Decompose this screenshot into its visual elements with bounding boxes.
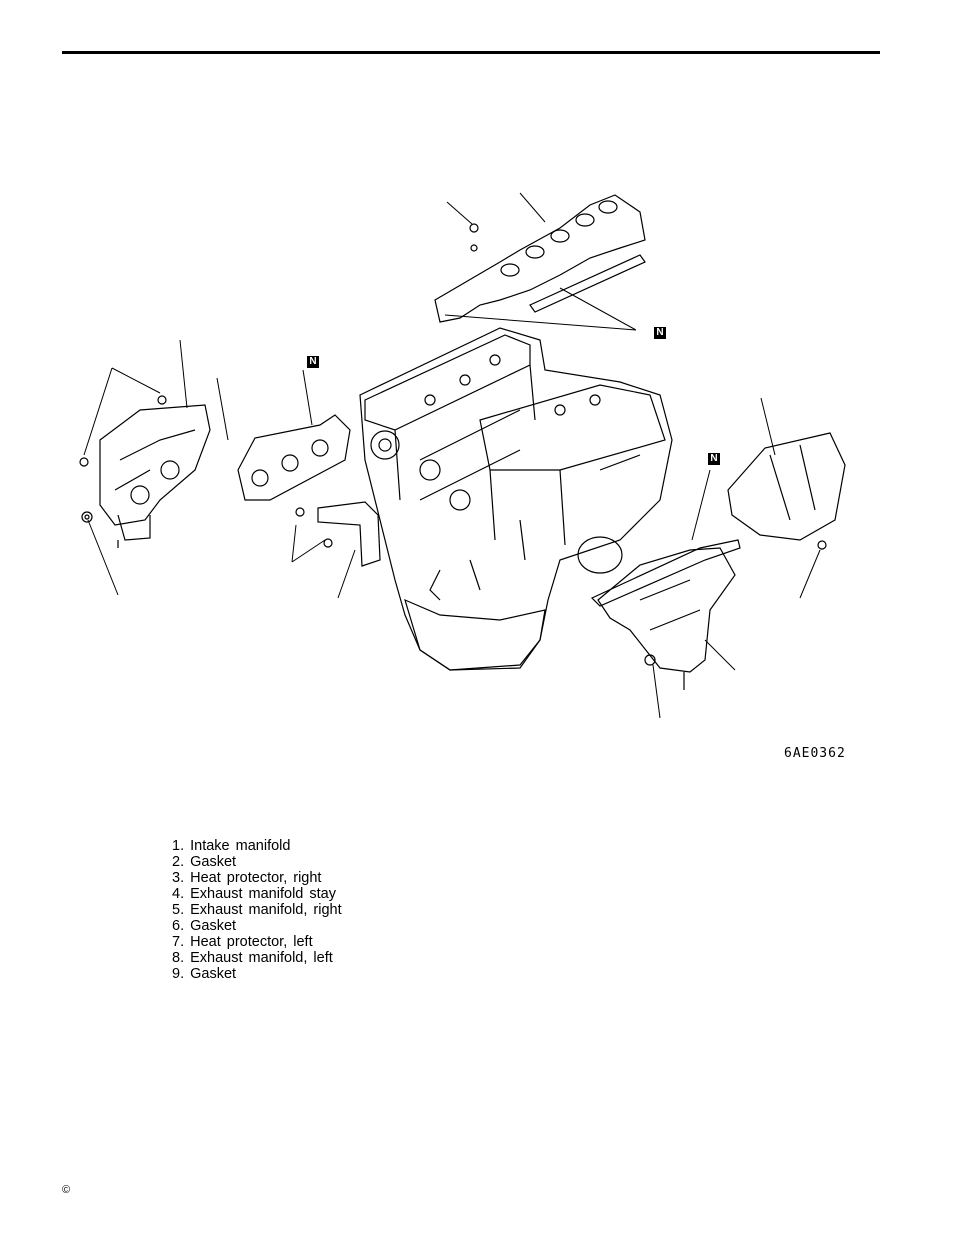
legend-item: 3. Heat protector, right — [172, 870, 322, 886]
manifold-stay-drawing — [295, 501, 381, 567]
intake-manifold-drawing — [434, 194, 646, 323]
leader-lines — [83, 192, 821, 719]
left-heat-protector-drawing — [727, 432, 846, 550]
non-reusable-mark: N — [708, 453, 720, 465]
non-reusable-mark: N — [654, 327, 666, 339]
legend-item: 1. Intake manifold — [172, 838, 291, 854]
exploded-view-illustration — [79, 192, 846, 719]
right-exhaust-manifold-drawing — [99, 404, 211, 541]
fastener-drawings — [79, 395, 167, 548]
header-rule — [62, 51, 880, 54]
figure-code: 6AE0362 — [784, 746, 846, 761]
right-gasket-drawing — [237, 414, 351, 501]
legend-item: 7. Heat protector, left — [172, 934, 313, 950]
legend-item: 6. Gasket — [172, 918, 237, 934]
legend-item: 5. Exhaust manifold, right — [172, 902, 342, 918]
non-reusable-mark: N — [307, 356, 319, 368]
legend-item: 2. Gasket — [172, 854, 237, 870]
left-exhaust-manifold-drawing — [590, 539, 741, 690]
legend-item: 9. Gasket — [172, 966, 237, 982]
legend-item: 4. Exhaust manifold stay — [172, 886, 336, 902]
engine-block-drawing — [359, 327, 673, 671]
copyright-symbol: © — [62, 1184, 71, 1196]
parts-legend: 1. Intake manifold 2. Gasket 3. Heat pro… — [172, 838, 342, 982]
legend-item: 8. Exhaust manifold, left — [172, 950, 333, 966]
